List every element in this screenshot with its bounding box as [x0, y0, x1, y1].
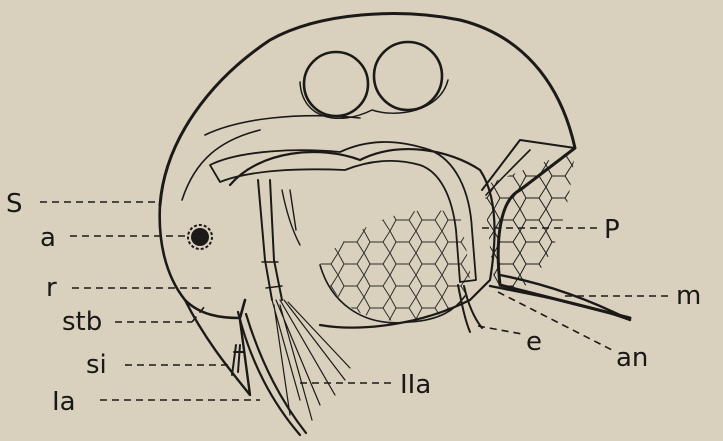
head-outline	[160, 205, 245, 318]
label-e: e	[526, 327, 542, 357]
label-m: m	[676, 281, 701, 311]
label-si: si	[86, 350, 107, 380]
label-P: P	[604, 215, 620, 245]
leader-e	[478, 326, 522, 334]
label-an: an	[616, 343, 648, 373]
si-organ	[232, 345, 244, 375]
eye-right	[374, 42, 442, 110]
label-s: S	[6, 189, 23, 219]
label-IIa: IIa	[400, 370, 431, 400]
label-r: r	[46, 273, 57, 303]
eye-left	[304, 52, 368, 116]
second-antenna	[258, 180, 282, 300]
label-stb: stb	[62, 307, 102, 337]
label-a: a	[40, 223, 56, 253]
label-Ia: Ia	[52, 387, 76, 417]
leader-an	[498, 292, 612, 350]
ocellus	[188, 225, 212, 249]
